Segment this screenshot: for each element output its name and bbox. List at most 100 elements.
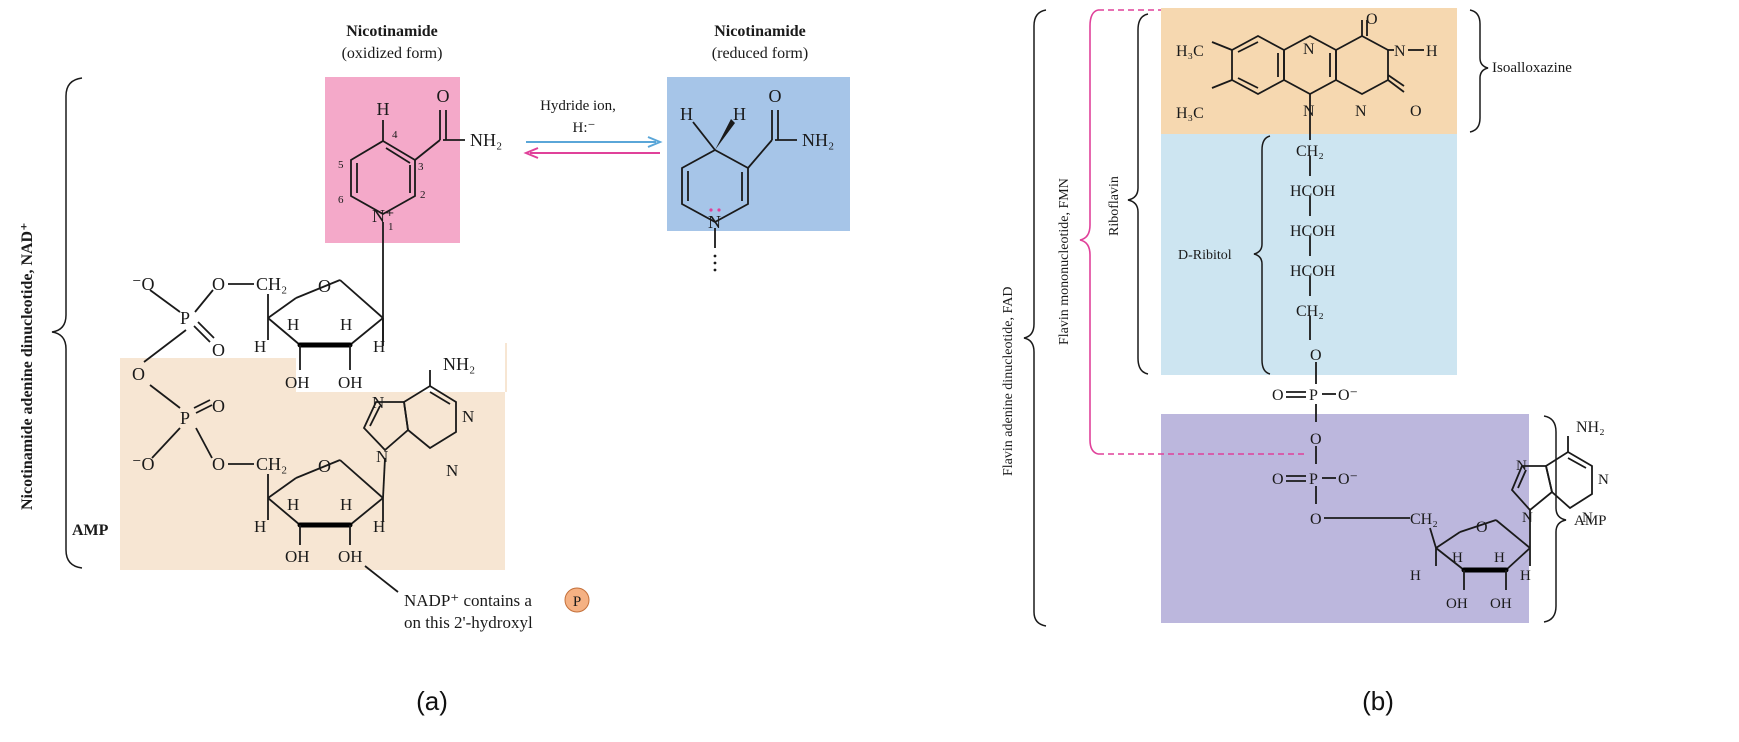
ribose-b-h-d: H [1520,568,1531,584]
ox-h4: H [377,99,390,119]
ring-num-2: 2 [420,189,426,201]
phosphate-circle-label: P [573,594,581,610]
iso-n10: N [1303,103,1315,120]
ribose-b-h-b: H [1452,550,1463,566]
amp-label-a: AMP [72,522,109,539]
amp-label-b: AMP [1574,513,1607,529]
ox-nh2: NH₂ [470,130,502,150]
fad-ester-o: O [1310,511,1322,528]
hydride-h: H:⁻ [573,120,596,136]
fad-bridge-o: O [1310,431,1322,448]
low-h-d: H [373,517,385,536]
ade-a-n7: N [372,393,384,412]
ring-num-3: 3 [418,161,424,173]
caption-a: (a) [416,686,448,716]
iso-n3: N [1394,43,1406,60]
reduced-wedge [715,119,735,150]
ring-num-4: 4 [392,129,398,141]
ade-a-n1: N [462,407,474,426]
top-h-b: H [287,315,299,334]
bridge-o: O [132,364,145,384]
rib-o: O [1310,347,1322,364]
ribose-b-o: O [1476,519,1488,536]
amp-brace-b [1543,415,1567,623]
nadp-note-1: NADP⁺ contains a [404,591,532,610]
ade-b-nh2: NH₂ [1576,419,1605,436]
iso-h3c-bot: H₃C [1176,105,1204,122]
fad-p1-o-left: O [1272,387,1284,404]
ribitol-chain [1309,156,1317,504]
ade-a-n3: N [446,461,458,480]
riboflavin-brace [1127,13,1149,375]
fad-p1: P [1309,387,1318,404]
fad-label: Flavin adenine dinucleotide, FAD [1001,287,1016,476]
low-ester-o: O [212,454,225,474]
amp-box-a [120,343,507,570]
top-oh-1: OH [285,373,310,392]
top-ring-o: O [318,276,331,296]
iso-n1: N [1355,103,1367,120]
ribose-b-oh-1: OH [1446,596,1468,612]
hydride-label: Hydride ion, [540,98,616,114]
isoalloxazine-label: Isoalloxazine [1492,60,1572,76]
low-phosphate-p: P [180,408,190,428]
fad-brace [1023,9,1047,627]
top-ribose [267,279,384,370]
red-title: Nicotinamide [714,23,806,40]
adenine-b [1510,436,1593,512]
ade-a-nh2: NH₂ [443,354,475,374]
rib-hcoh-1: HCOH [1290,183,1336,200]
ribitol-label: D-Ribitol [1178,248,1232,263]
ring-num-5: 5 [338,159,344,171]
ox-nplus: N⁺ [372,206,395,226]
low-phosphate-ominus: ⁻O [132,454,155,474]
red-carbonyl-o: O [769,86,782,106]
ribose-b-h-c: H [1494,550,1505,566]
ade-b-n9: N [1522,510,1533,526]
top-h-d: H [373,337,385,356]
iso-o4: O [1366,11,1378,28]
low-oh-1: OH [285,547,310,566]
reduced-ring [681,110,797,248]
red-h2: H [733,104,746,124]
isoalloxazine-brace [1469,9,1489,133]
iso-h3c-top: H₃C [1176,43,1204,60]
ring-num-6: 6 [338,194,344,206]
ox-subtitle: (oxidized form) [342,45,443,62]
ade-b-n1: N [1598,472,1609,488]
riboflavin-label: Riboflavin [1107,176,1122,236]
fmn-brace [1079,9,1099,455]
red-h1: H [680,104,693,124]
adenine-a [362,370,457,452]
low-ch2: CH₂ [256,454,287,474]
low-h-a: H [254,517,266,536]
rib-ch2-bot: CH₂ [1296,303,1324,320]
ribitol-box [1161,134,1457,375]
top-h-c: H [340,315,352,334]
lower-ribose [267,457,386,545]
top-ester-o: O [212,274,225,294]
top-oh-2: OH [338,373,363,392]
rib-hcoh-2: HCOH [1290,223,1336,240]
panel-a: Nicotinamide (oxidized form) Nicotinamid… [19,23,850,716]
ade-b-n3: N [1582,510,1593,526]
caption-b: (b) [1362,686,1394,716]
reduced-box [667,77,850,231]
phosphate-circle-icon [564,587,590,613]
isoalloxazine-box [1161,8,1457,134]
red-subtitle: (reduced form) [712,45,808,62]
nad-brace [51,77,83,569]
low-phosphate-o: O [212,396,225,416]
ribose-b-ch2: CH₂ [1410,511,1438,528]
nadp-note-2: on this 2'-hydroxyl [404,613,533,632]
ribitol-brace [1253,135,1271,375]
ade-b-n7: N [1516,458,1527,474]
ribose-b-oh-2: OH [1490,596,1512,612]
rib-ch2-top: CH₂ [1296,143,1324,160]
isoalloxazine-rings [1211,20,1405,140]
low-h-c: H [340,495,352,514]
low-h-b: H [287,495,299,514]
nad-label: Nicotinamide adenine dinucleotide, NAD⁺ [19,222,36,510]
ring-num-1: 1 [388,221,394,233]
iso-n5: N [1303,41,1315,58]
